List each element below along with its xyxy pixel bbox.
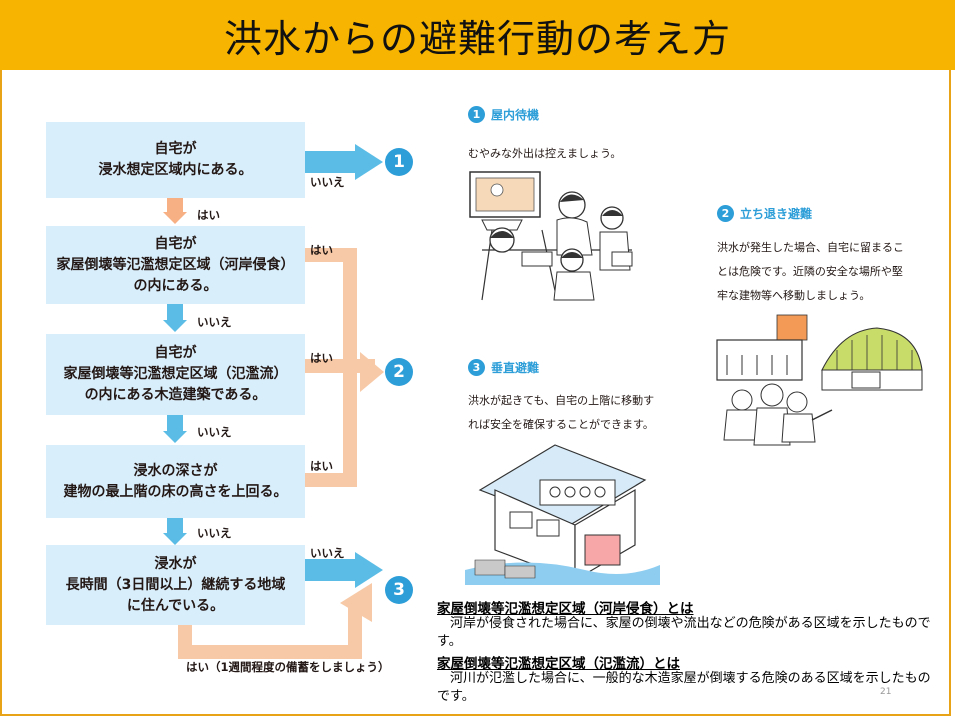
section-2-number: 2 (717, 205, 734, 222)
flow-box-4: 浸水の深さが 建物の最上階の床の高さを上回る。 (46, 445, 305, 518)
page-number: 21 (880, 687, 892, 697)
illustration-evacuation (716, 314, 923, 446)
label-no-box3: いいえ (197, 425, 232, 439)
flow-box-5: 浸水が 長時間（3日間以上）継続する地域 に住んでいる。 (46, 545, 305, 625)
section-1-header: 1 屋内待機 (468, 106, 539, 123)
flow-box-1: 自宅が 浸水想定区域内にある。 (46, 122, 305, 198)
circle-3: 3 (385, 576, 413, 604)
label-no-box4: いいえ (197, 526, 232, 540)
label-yes-box3: はい (310, 351, 333, 365)
arrowhead-yes-to-circle-3 (340, 583, 372, 622)
section-3-body: 洪水が起きても、自宅の上階に移動す れば安全を確保することができます。 (468, 394, 655, 431)
section-1-number: 1 (468, 106, 485, 123)
section-2-title: 立ち退き避難 (740, 207, 813, 221)
page-title: 洪水からの避難行動の考え方 (223, 16, 731, 61)
yes-channel-box4 (305, 372, 357, 487)
label-yes-box1: はい (197, 208, 220, 222)
illustration-vertical-evacuation (465, 444, 660, 585)
definition-2-body: 河川が氾濫した場合に、一般的な木造家屋が倒壊する危険のある区域を示したものです。 (437, 671, 931, 704)
definition-1-body: 河岸が侵食された場合に、家屋の倒壊や流出などの危険がある区域を示したものです。 (437, 616, 931, 649)
label-yes-box2: はい (310, 243, 333, 257)
label-yes-box4: はい (310, 459, 333, 473)
arrowhead-to-circle-2 (360, 352, 384, 392)
arrowhead-to-circle-3 (355, 552, 383, 588)
section-1-body: むやみな外出は控えましょう。 (468, 147, 622, 160)
section-3-header: 3 垂直避難 (468, 359, 539, 376)
circle-1: 1 (385, 148, 413, 176)
definition-2-title: 家屋倒壊等氾濫想定区域（氾濫流）とは (437, 656, 680, 672)
label-no-box5: いいえ (310, 546, 345, 560)
section-2-header: 2 立ち退き避難 (717, 205, 812, 222)
label-no-box2: いいえ (197, 315, 232, 329)
label-yes-box5: はい（1週間程度の備蓄をしましょう） (186, 660, 390, 674)
flow-box-3: 自宅が 家屋倒壊等氾濫想定区域（氾濫流） の内にある木造建築である。 (46, 334, 305, 415)
circle-2: 2 (385, 358, 413, 386)
section-1-title: 屋内待機 (491, 108, 540, 122)
label-no-box1: いいえ (310, 175, 345, 189)
yes-channel-box5 (178, 600, 362, 659)
illustration-indoor-waiting (469, 171, 633, 301)
slide-border (0, 68, 951, 716)
section-3-number: 3 (468, 359, 485, 376)
title-bar: 洪水からの避難行動の考え方 (0, 0, 955, 70)
section-2-body: 洪水が発生した場合、自宅に留まるこ とは危険です。近隣の安全な場所や堅 牢な建物… (717, 241, 904, 302)
section-3-title: 垂直避難 (491, 361, 540, 375)
definition-1-title: 家屋倒壊等氾濫想定区域（河岸侵食）とは (437, 601, 694, 617)
flow-box-2: 自宅が 家屋倒壊等氾濫想定区域（河岸侵食） の内にある。 (46, 226, 305, 304)
arrowhead-to-circle-1 (355, 144, 383, 180)
